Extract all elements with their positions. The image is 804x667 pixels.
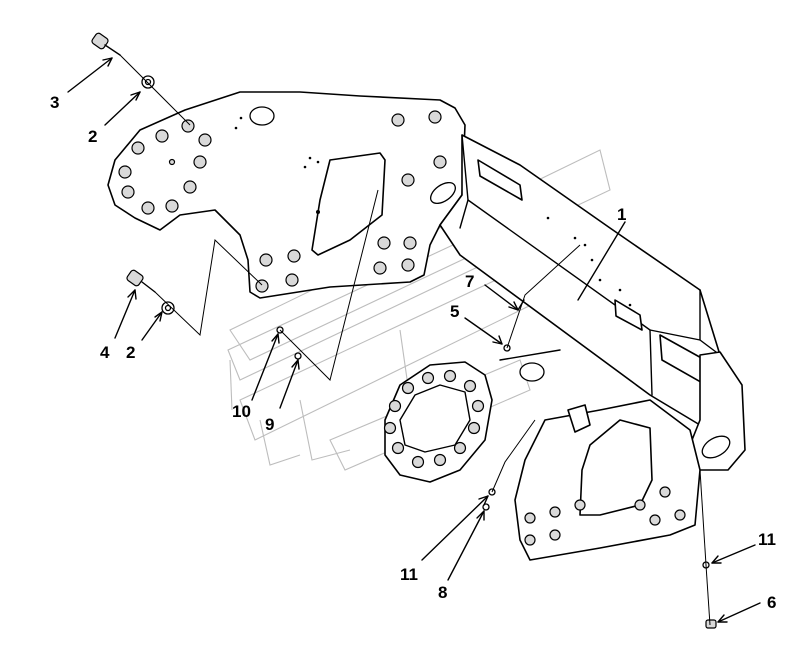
callout-2a: 2 [88,127,97,146]
bolt-heads-cluster-right [255,110,447,293]
round-mounting-hub [383,349,561,483]
callout-9: 9 [265,415,274,434]
fastener-pins-8-11 [482,488,496,511]
callout-1: 1 [617,205,626,224]
fastener-pins-9-10 [276,326,302,360]
callout-4: 4 [100,343,110,362]
lower-bracket-plate [514,399,701,561]
callout-3: 3 [50,93,59,112]
explode-lines [119,54,711,626]
callout-8: 8 [438,583,447,602]
callout-5: 5 [450,302,459,321]
bolt-heads-hub [383,369,485,469]
frame-beam [439,134,746,471]
leader-lines [67,57,761,623]
fastener-bolt-3 [91,32,121,56]
fastener-washer-2b [161,301,175,315]
upper-bracket-plate [107,91,468,299]
callout-11b: 11 [758,530,776,549]
callout-labels: 3 2 4 2 10 9 7 5 1 11 8 11 6 [50,93,776,612]
callout-11a: 11 [400,565,418,584]
bolt-heads-lower-plate [524,486,686,546]
callout-7: 7 [465,272,474,291]
fastener-bolt-4 [126,269,156,293]
fastener-washer-2a [141,75,155,89]
callout-2b: 2 [126,343,135,362]
callout-10: 10 [232,402,251,421]
callout-6: 6 [767,593,776,612]
fastener-pins-6-11 [702,561,717,629]
bolt-heads-cluster-upper [118,119,212,215]
